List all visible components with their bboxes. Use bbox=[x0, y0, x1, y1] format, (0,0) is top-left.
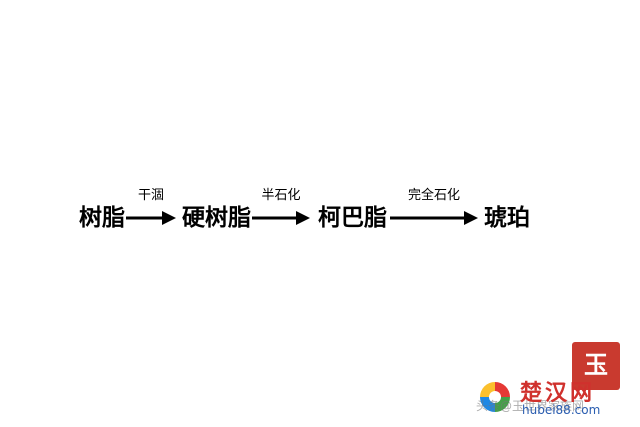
stage-copal: 柯巴脂 bbox=[318, 205, 387, 231]
stage-hard-resin: 硬树脂 bbox=[182, 205, 251, 231]
stage-resin: 树脂 bbox=[79, 205, 125, 231]
arrow-dry: 干涸 bbox=[126, 188, 176, 228]
watermark-logo-icon bbox=[480, 382, 510, 412]
watermark-url: hubei88.com bbox=[522, 403, 601, 417]
arrow-icon bbox=[390, 211, 478, 225]
watermark-seal: 玉 bbox=[572, 342, 620, 390]
arrow-label-semi-fossilized: 半石化 bbox=[261, 188, 301, 203]
arrow-icon bbox=[252, 211, 310, 225]
arrow-icon bbox=[126, 211, 176, 225]
watermark-brand: 楚汉网 bbox=[520, 380, 596, 406]
arrow-semi-fossilized: 半石化 bbox=[252, 188, 310, 228]
watermark-seal-char: 玉 bbox=[584, 350, 608, 379]
stage-amber: 琥珀 bbox=[484, 205, 530, 231]
arrow-label-fully-fossilized: 完全石化 bbox=[407, 188, 460, 203]
watermark-faint-text: 头条@玉世界家族网 bbox=[476, 399, 585, 413]
arrow-label-dry: 干涸 bbox=[137, 188, 164, 203]
arrow-fully-fossilized: 完全石化 bbox=[390, 188, 478, 228]
